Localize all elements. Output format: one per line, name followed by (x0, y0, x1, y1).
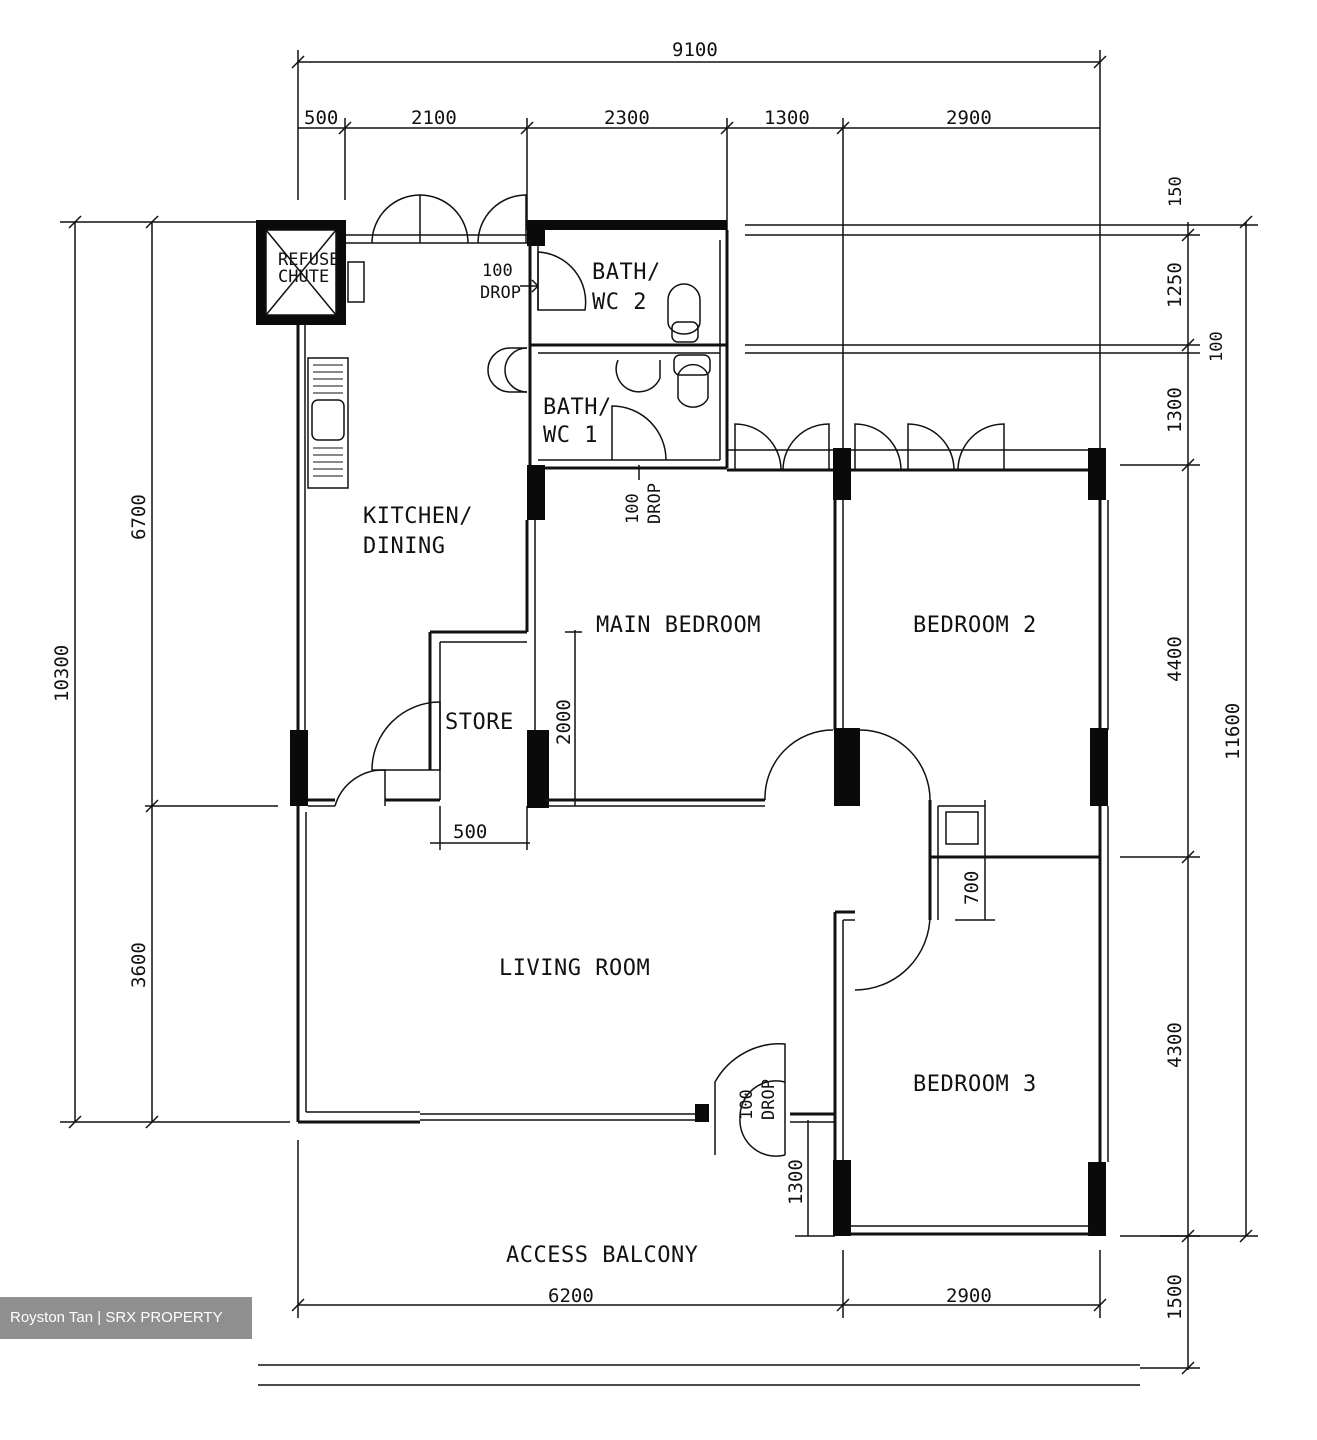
main-bedroom-label: MAIN BEDROOM (596, 613, 761, 638)
dim-right-total: 11600 (1222, 703, 1244, 760)
bath2-label-1: BATH/ (592, 260, 661, 285)
drop-value-entry: 100 (737, 1089, 757, 1120)
dim-bottom-1: 6200 (548, 1285, 594, 1307)
drop-label-bath1: DROP (645, 483, 665, 524)
drop-value-bath1: 100 (623, 493, 643, 524)
dim-right-4: 1300 (1164, 387, 1186, 433)
access-balcony-label: ACCESS BALCONY (506, 1243, 698, 1268)
refuse-label-2: CHUTE (278, 267, 329, 287)
dim-top-total: 9100 (672, 39, 718, 61)
fixtures (307, 261, 979, 845)
dim-right-7: 1500 (1164, 1274, 1186, 1320)
dim-hall-700: 700 (961, 871, 983, 905)
watermark-label: Royston Tan | SRX PROPERTY (0, 1297, 252, 1339)
dim-top-5: 2900 (946, 107, 992, 129)
dim-bottom-2: 2900 (946, 1285, 992, 1307)
dim-left-2: 3600 (128, 942, 150, 988)
walls (256, 220, 1109, 1236)
bedroom3-label: BEDROOM 3 (913, 1072, 1037, 1097)
bath2-label-2: WC 2 (592, 290, 647, 315)
drop-value-bath2: 100 (482, 261, 513, 281)
dim-top-4: 1300 (764, 107, 810, 129)
dim-right-6: 4300 (1164, 1022, 1186, 1068)
living-room-label: LIVING ROOM (499, 956, 650, 981)
doors (334, 194, 1005, 1157)
room-labels: REFUSE CHUTE KITCHEN/ DINING BATH/ WC 2 … (278, 250, 1037, 1268)
bath1-label-2: WC 1 (543, 423, 598, 448)
dim-store-500: 500 (453, 821, 487, 843)
drop-label-entry: DROP (759, 1079, 779, 1120)
dim-right-2: 1250 (1164, 262, 1186, 308)
dimension-lines (60, 50, 1258, 1386)
dim-right-3: 100 (1207, 331, 1227, 362)
dim-balcony-1300: 1300 (785, 1159, 807, 1205)
drop-arrows (520, 279, 640, 480)
dim-top-1: 500 (304, 107, 338, 129)
refuse-label-1: REFUSE (278, 250, 339, 270)
bedroom2-label: BEDROOM 2 (913, 613, 1037, 638)
dim-left-1: 6700 (128, 494, 150, 540)
kitchen-label-1: KITCHEN/ (363, 504, 473, 529)
dim-top-3: 2300 (604, 107, 650, 129)
dim-right-5: 4400 (1164, 636, 1186, 682)
dim-store-2000: 2000 (553, 699, 575, 745)
dimension-texts: 9100 500 2100 2300 1300 2900 10300 6700 … (51, 39, 1244, 1320)
drop-label-bath2: DROP (480, 283, 521, 303)
bath1-label-1: BATH/ (543, 395, 612, 420)
dim-right-1: 150 (1166, 176, 1186, 207)
kitchen-label-2: DINING (363, 534, 445, 559)
store-label: STORE (445, 710, 514, 735)
dim-top-2: 2100 (411, 107, 457, 129)
dim-left-total: 10300 (51, 645, 73, 702)
